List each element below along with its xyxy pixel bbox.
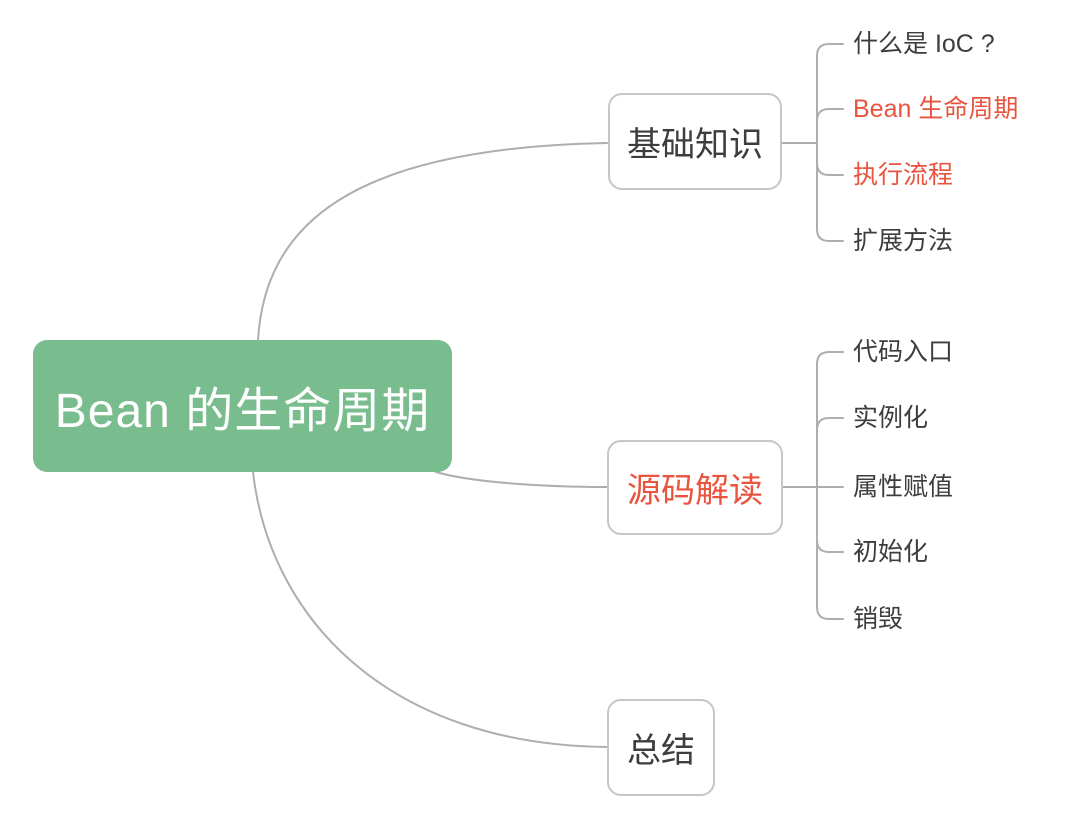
leaf-node[interactable]: 执行流程 — [853, 161, 954, 189]
bracket-basics-spine — [816, 43, 844, 242]
leaf-node[interactable]: 属性赋值 — [853, 473, 954, 501]
connector-root-to-source — [435, 471, 608, 488]
root-node-label: Bean 的生命周期 — [54, 385, 431, 438]
branch-node-basics-label: 基础知识 — [627, 126, 763, 164]
branch-node-summary-label: 总结 — [627, 732, 695, 770]
bracket-source-child2 — [816, 417, 844, 431]
bracket-source-child4 — [816, 539, 844, 553]
bracket-source-spine — [816, 351, 844, 620]
leaf-node[interactable]: 初始化 — [853, 538, 929, 566]
connector-root-to-basics — [257, 142, 608, 341]
leaf-node[interactable]: 代码入口 — [853, 338, 954, 366]
leaf-node[interactable]: 销毁 — [853, 605, 904, 633]
bracket-basics-child3 — [816, 162, 844, 176]
branch-node-source-label: 源码解读 — [627, 472, 763, 510]
branch-node-summary[interactable]: 总结 — [607, 699, 715, 796]
branch-node-source[interactable]: 源码解读 — [607, 440, 783, 535]
leaf-node[interactable]: 什么是 IoC ? — [853, 30, 995, 58]
bracket-basics-child2 — [816, 108, 844, 122]
leaf-node[interactable]: 扩展方法 — [853, 227, 954, 255]
connector-root-to-summary — [252, 471, 608, 748]
leaf-node[interactable]: Bean 生命周期 — [853, 95, 1019, 123]
leaf-node[interactable]: 实例化 — [853, 404, 929, 432]
root-node[interactable]: Bean 的生命周期 — [33, 340, 452, 472]
branch-node-basics[interactable]: 基础知识 — [608, 93, 782, 190]
